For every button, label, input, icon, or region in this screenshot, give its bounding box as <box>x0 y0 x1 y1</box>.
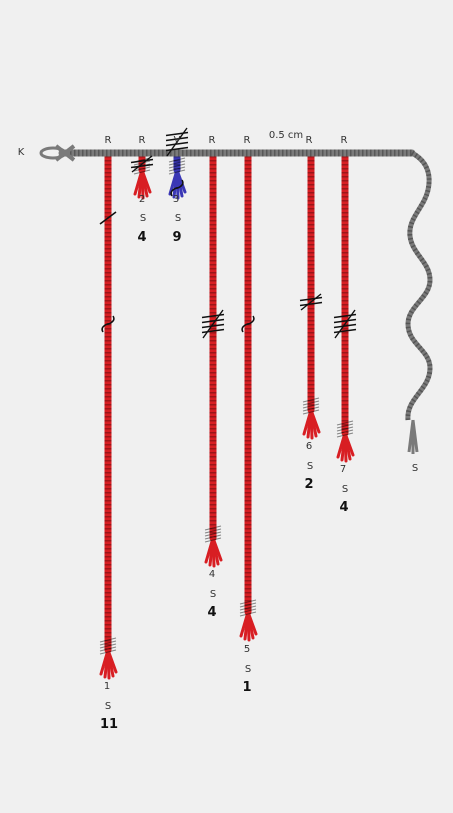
cord-1-value: 11 <box>99 717 119 732</box>
cord-5-position: 5 <box>243 644 251 655</box>
cord-5-value: 1 <box>242 680 252 695</box>
cord-7-value: 4 <box>339 500 349 515</box>
cord-1-ply: S <box>104 701 112 712</box>
cord-6-end <box>302 397 321 440</box>
cord-7-position: 7 <box>339 464 347 475</box>
cord-7-attachment: R <box>340 135 348 146</box>
cord-2-end <box>133 157 152 200</box>
cord-2-knots <box>130 155 154 173</box>
cord-1-attachment: R <box>104 135 112 146</box>
cord-2-position: 2 <box>138 194 146 205</box>
primary-end-knot <box>54 144 76 162</box>
cord-2-ply: S <box>139 213 147 224</box>
cord-6-attachment: R <box>305 135 313 146</box>
end-cord <box>405 150 433 454</box>
cord-6-ply: S <box>306 461 314 472</box>
cord-6-value: 2 <box>304 477 314 492</box>
cord-7-end <box>336 420 355 463</box>
cord-4-knots <box>201 309 225 339</box>
cord-5-attachment: R <box>243 135 251 146</box>
cord-5-end <box>239 599 258 642</box>
cord-7-ply: S <box>341 484 349 495</box>
cord-6-knots <box>299 293 323 311</box>
cord-3-value: 9 <box>172 230 182 245</box>
cord-3-attachment: V <box>173 135 181 146</box>
cord-1-tens-knot <box>99 211 117 225</box>
primary-cord-label: K <box>17 147 25 158</box>
cord-3-units-knot <box>170 179 184 197</box>
cord-5-knot <box>241 315 255 333</box>
cord-2-value: 4 <box>137 230 147 245</box>
end-cord-ply: S <box>411 463 419 474</box>
cord-4-attachment: R <box>208 135 216 146</box>
cord-6-position: 6 <box>305 441 313 452</box>
cord-5-ply: S <box>244 664 252 675</box>
cord-1-units-knot <box>101 315 115 333</box>
cord-1-position: 1 <box>103 681 111 692</box>
cord-1-end <box>99 637 118 680</box>
cord-4-value: 4 <box>207 605 217 620</box>
cord-4-position: 4 <box>208 569 216 580</box>
cord-2-attachment: R <box>138 135 146 146</box>
cord-3-ply: S <box>174 213 182 224</box>
cord-3-tens-knots <box>165 127 189 157</box>
cord-7-knots <box>333 309 357 339</box>
cord-3-position: 3 <box>172 194 180 205</box>
cord-3-end <box>168 157 187 200</box>
cord-4-end <box>204 525 223 568</box>
scale-label: 0.5 cm <box>268 130 304 141</box>
cord-4-ply: S <box>209 589 217 600</box>
